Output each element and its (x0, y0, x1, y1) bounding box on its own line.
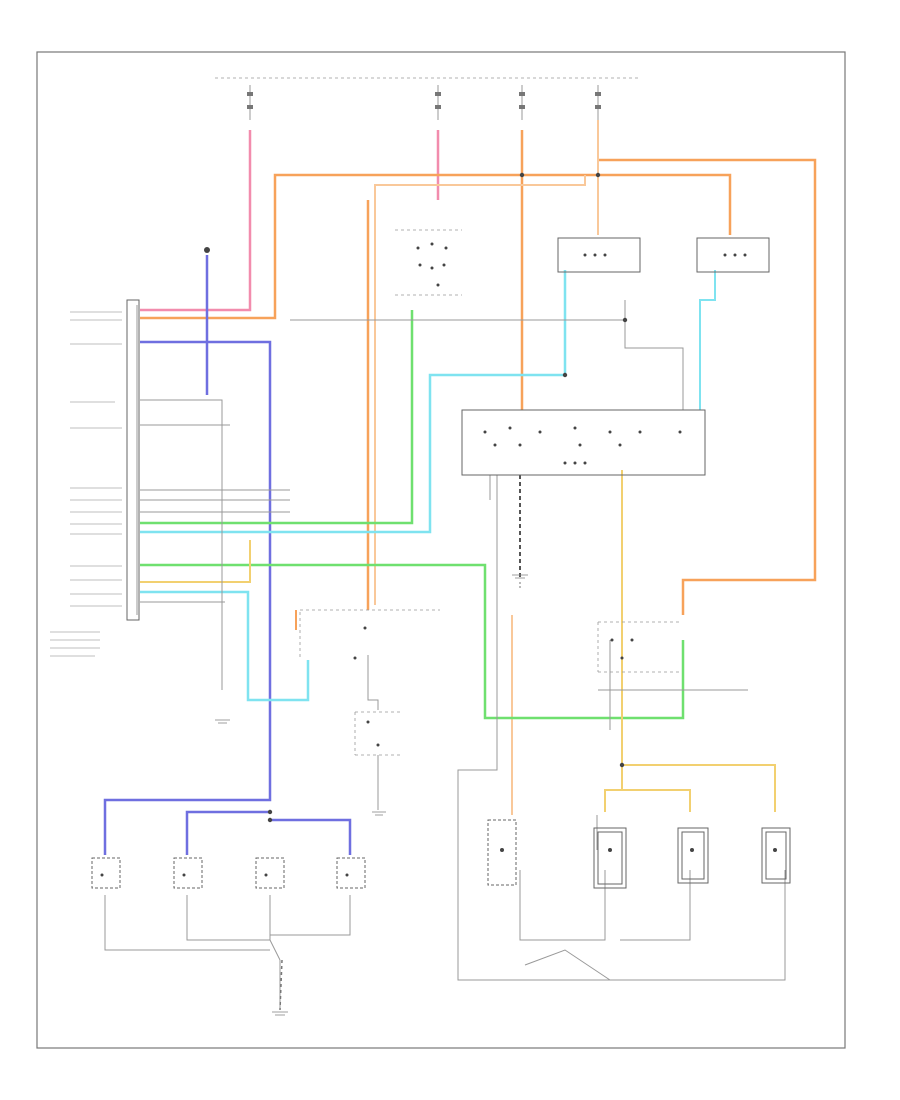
switch-lower-center (354, 711, 400, 756)
ground-symbols (215, 574, 528, 1016)
junction-dots (204, 172, 628, 823)
module-top-left (557, 237, 641, 273)
lamp-group-left (91, 857, 366, 889)
wire-blue (103, 255, 352, 855)
module-top-right (696, 237, 770, 273)
wire-orange (140, 130, 817, 630)
wire-pink (140, 130, 440, 312)
switch-center (299, 609, 440, 660)
wire-gray (104, 300, 786, 1010)
switch-top-center (395, 229, 462, 296)
fuse-block-top (215, 77, 640, 120)
relay-right (597, 621, 680, 673)
motor-group-right (487, 819, 791, 889)
wire-light-orange (374, 120, 599, 815)
wire-dark (279, 475, 521, 1011)
wire-yellow (140, 470, 776, 812)
body-control-module (126, 299, 140, 621)
module-pin-marks (50, 311, 122, 657)
wire-green (140, 310, 685, 720)
wire-cyan (140, 270, 716, 702)
diagram-frame (36, 51, 846, 1049)
central-control-unit (461, 409, 706, 476)
